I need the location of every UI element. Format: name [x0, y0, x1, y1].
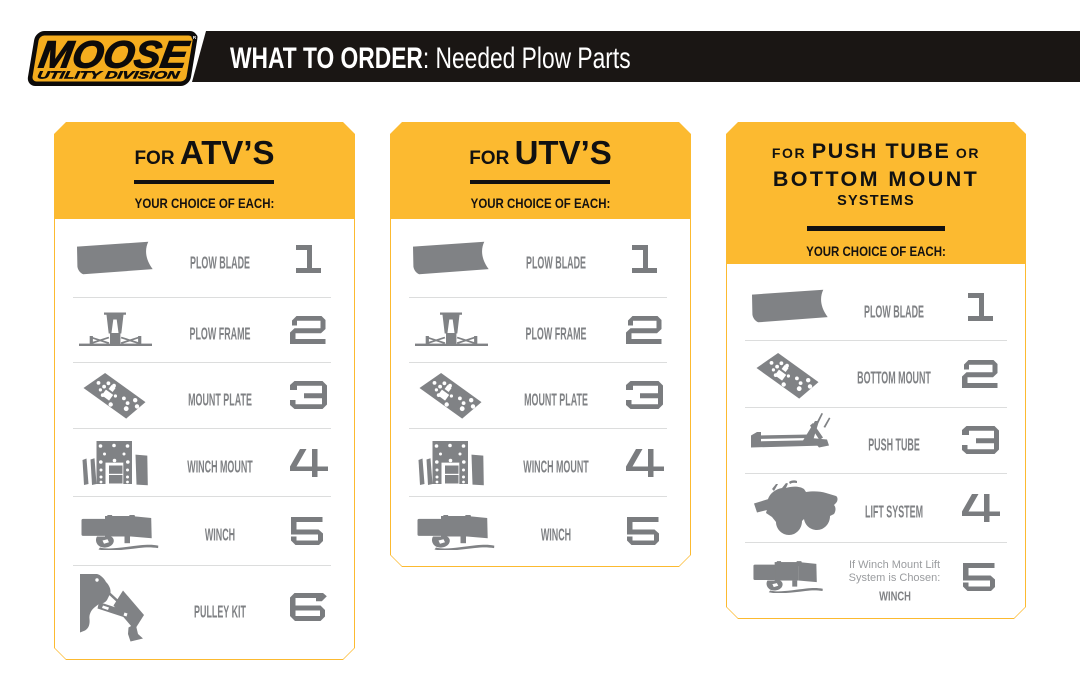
svg-text:R: R [193, 35, 197, 40]
svg-text:UTILITY DIVISION: UTILITY DIVISION [36, 70, 181, 82]
svg-text:MOOSE: MOOSE [36, 34, 193, 77]
